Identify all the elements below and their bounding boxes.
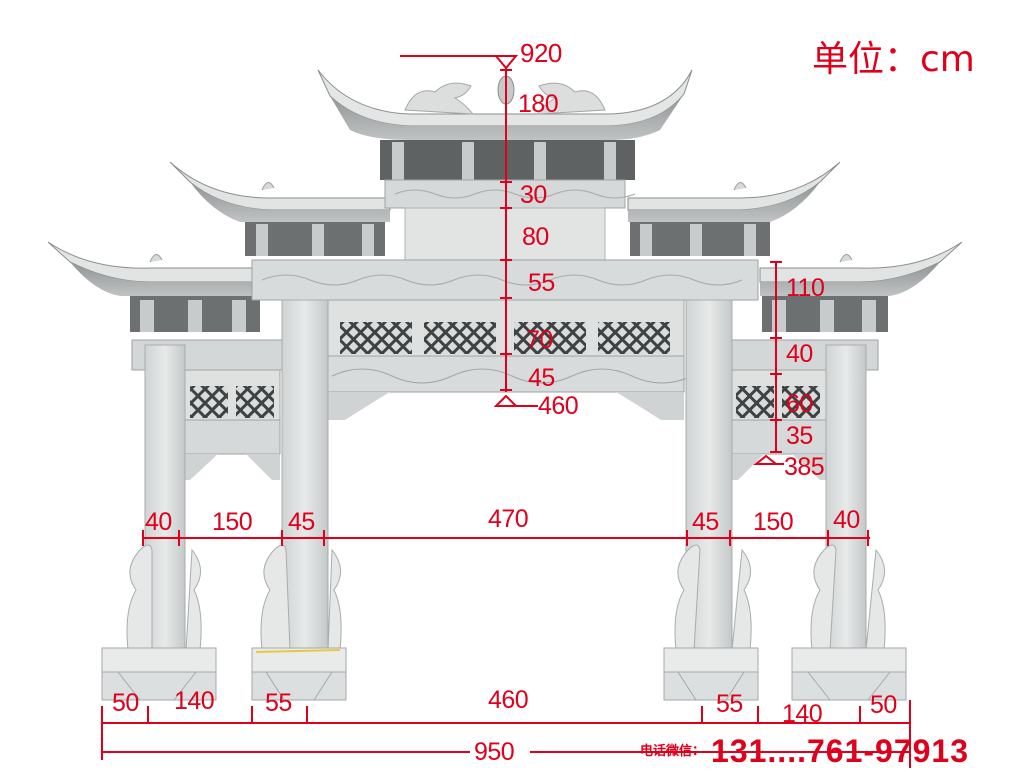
- dim-side-lattice-height: 60: [786, 390, 813, 418]
- dim-lower-center-gap: 460: [488, 686, 529, 714]
- unit-label: 单位：cm: [812, 39, 975, 80]
- dim-lower-left-inner-base: 55: [265, 689, 292, 717]
- dim-upper-right-inner-column: 45: [692, 508, 719, 536]
- dim-lattice-panel-height: 70: [526, 326, 553, 354]
- dim-side-lower-beam-height: 35: [786, 422, 813, 450]
- contact-info: 电话微信： 131....761-97913: [640, 735, 969, 767]
- dim-lower-left-side-gap: 140: [174, 687, 215, 715]
- right-middle-roof: [627, 161, 841, 256]
- dim-lower-beam-height: 45: [528, 364, 555, 392]
- contact-prefix: 电话微信：: [640, 743, 706, 759]
- dim-side-clear-height: 385: [784, 453, 825, 481]
- contact-number: 131....761-97913: [711, 733, 969, 769]
- dim-total-width: 950: [474, 738, 515, 766]
- dim-center-clear-height: 460: [538, 392, 579, 420]
- dim-upper-right-outer-column: 40: [833, 506, 860, 534]
- dim-side-roof-height: 110: [786, 274, 825, 302]
- left-side-roof: [47, 241, 263, 332]
- central-upper-body: [384, 179, 636, 261]
- left-middle-roof: [169, 161, 391, 256]
- dim-upper-left-outer-column: 40: [145, 508, 172, 536]
- dim-lower-right-outer-base: 50: [870, 691, 897, 719]
- dim-lower-left-outer-base: 50: [112, 689, 139, 717]
- column-bases: [101, 544, 907, 701]
- dim-total-height: 920: [520, 38, 562, 68]
- dim-lower-right-side-gap: 140: [782, 700, 823, 728]
- dim-upper-center-opening: 470: [488, 505, 529, 533]
- dimension-lines: [101, 55, 911, 768]
- dim-side-beam-height: 40: [786, 340, 813, 368]
- left-side-beam: [131, 339, 283, 480]
- dim-lower-right-inner-base: 55: [716, 690, 743, 718]
- dim-upper-left-side-opening: 150: [212, 508, 253, 536]
- dim-upper-left-inner-column: 45: [288, 508, 315, 536]
- dim-upper-panel-height: 80: [522, 223, 549, 251]
- dim-upper-right-side-opening: 150: [753, 508, 794, 536]
- dim-top-roof-height: 180: [518, 90, 559, 118]
- dim-main-beam-height: 55: [528, 269, 555, 297]
- right-side-roof: [759, 241, 963, 332]
- dim-frieze-height: 30: [520, 181, 547, 209]
